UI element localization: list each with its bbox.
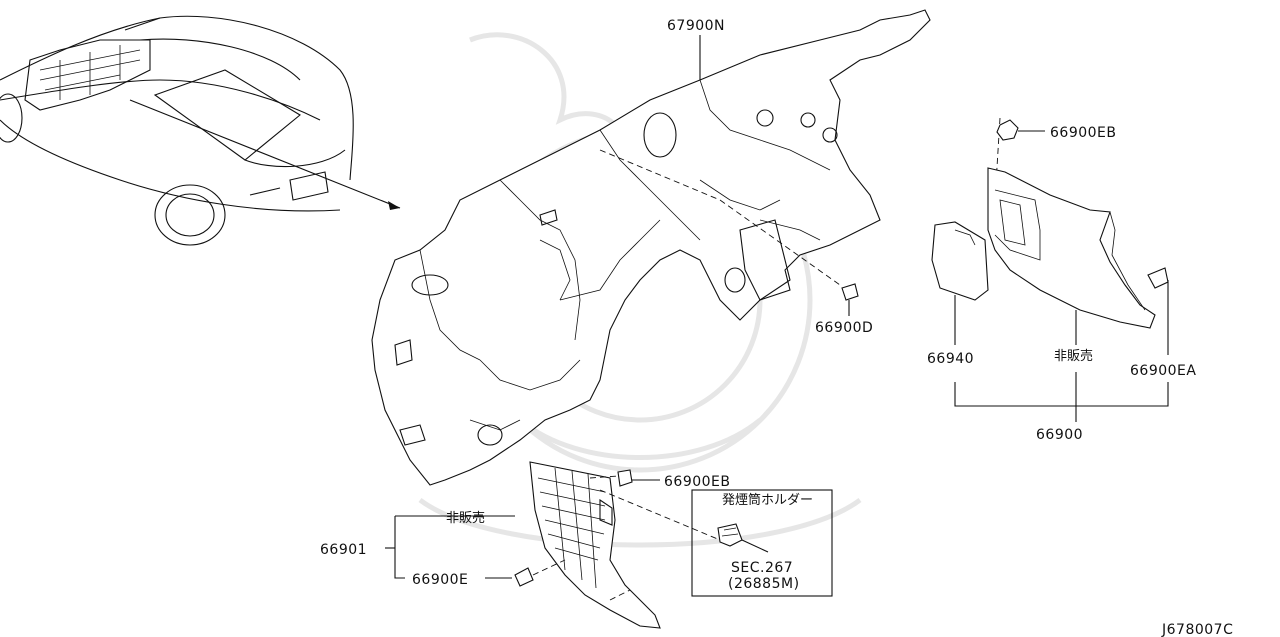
side-trim-left-drawing: [514, 461, 721, 629]
label-not-for-sale-right: 非販売: [1054, 348, 1093, 364]
drawing-id: J678007C: [1161, 622, 1233, 637]
side-trim-right-drawing: [931, 117, 1169, 422]
label-not-for-sale-left: 非販売: [446, 510, 485, 526]
label-66900eb-top: 66900EB: [1050, 125, 1117, 141]
label-66900e: 66900E: [412, 572, 468, 588]
label-66900eb-bottom: 66900EB: [664, 474, 731, 490]
dash-insulator-drawing: [371, 9, 931, 486]
callout-bracket-66901: [385, 515, 515, 579]
label-67900n: 67900N: [667, 18, 725, 34]
vehicle-overview-drawing: [0, 15, 401, 246]
inset-sec-ref: SEC.267: [731, 560, 793, 576]
clip-66900d-drawing: [841, 283, 859, 316]
label-66900ea: 66900EA: [1130, 363, 1196, 379]
label-66900d: 66900D: [815, 320, 873, 336]
flare-holder-inset: [691, 489, 833, 597]
label-66900: 66900: [1036, 427, 1083, 443]
inset-title: 発煙筒ホルダー: [722, 492, 813, 508]
label-66940: 66940: [927, 351, 974, 367]
inset-sec-subref: (26885M): [728, 576, 800, 592]
label-66901: 66901: [320, 542, 367, 558]
